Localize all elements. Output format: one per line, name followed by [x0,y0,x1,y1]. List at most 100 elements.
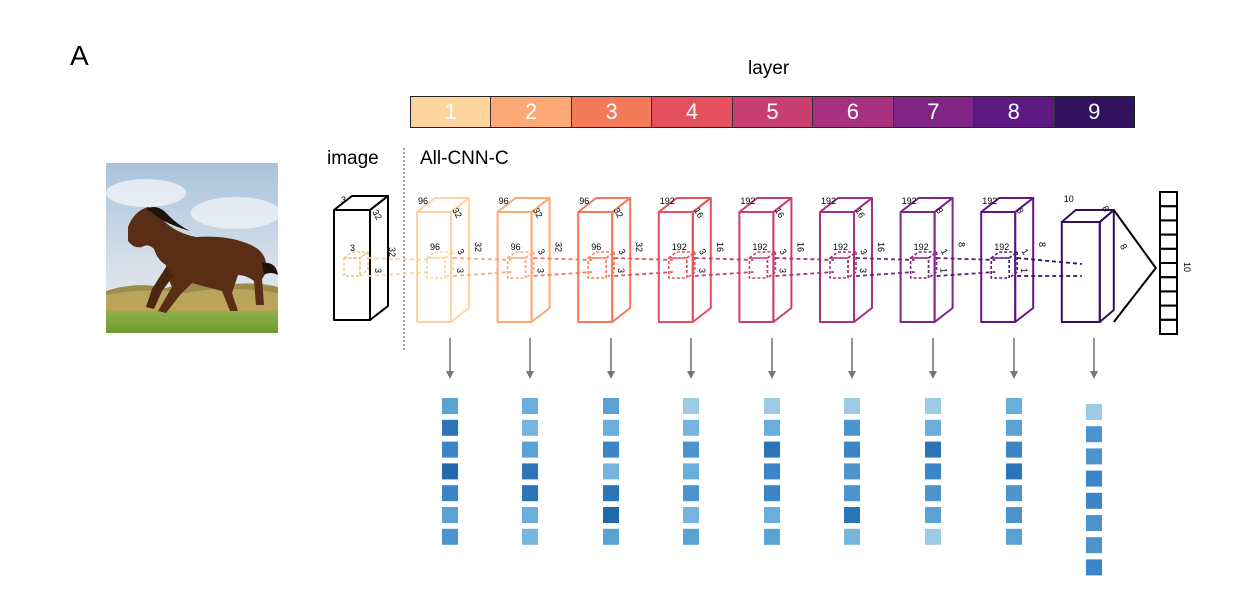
down-arrow-head-8 [1010,371,1018,379]
output-unit-9 [1159,304,1178,321]
feature-cell-8-5 [1006,485,1022,502]
feature-cell-2-2 [522,419,538,436]
feature-cell-5-2 [764,419,780,436]
conv-kernel-h-label-8: 1 [1019,268,1029,273]
conv-block-2 [496,197,551,323]
conv-kernel-w-label-6: 3 [858,247,869,256]
feature-cell-9-3 [1086,448,1102,465]
feature-cell-1-5 [442,485,458,502]
input-width-label: 32 [370,208,384,222]
output-unit-3 [1159,219,1178,236]
conv-kernel-h-label-4: 3 [697,268,707,273]
output-unit-6 [1159,262,1178,279]
conv-kernel-depth-label-7: 192 [914,242,929,252]
image-label: image [327,148,379,169]
conv-block-7 [899,197,954,323]
conv-kernel-w-label-7: 1 [939,247,950,256]
feature-cell-7-1 [925,398,941,414]
conv-width-label-3: 32 [611,206,625,220]
conv-width-label-5: 16 [773,206,787,220]
output-unit-2 [1159,205,1178,222]
feature-cell-3-5 [603,485,619,502]
feature-cell-5-3 [764,441,780,458]
conv-width-label-9: 8 [1100,204,1111,213]
feature-cell-9-7 [1086,537,1102,554]
feature-cell-2-4 [522,463,538,480]
layer-cell-2: 2 [491,97,572,127]
input-kernel-depth-label: 3 [350,243,355,253]
feature-cell-8-1 [1006,398,1022,414]
feature-cell-4-6 [683,507,699,523]
feature-cell-6-5 [844,485,860,502]
feature-cell-3-3 [603,441,619,458]
feature-cell-8-6 [1006,507,1022,523]
conv-kernel-6 [829,251,857,279]
feature-cell-2-3 [522,441,538,458]
feature-cell-5-5 [764,485,780,502]
conv-block-5 [738,197,793,323]
projection-top-8 [936,257,996,261]
feature-cell-2-7 [522,528,538,545]
conv-depth-label-9: 10 [1064,194,1074,204]
conv-depth-label-3: 96 [579,196,589,206]
conv-width-label-8: 8 [1014,206,1025,215]
conv-kernel-w-label-3: 3 [616,247,627,256]
feature-cell-4-2 [683,419,699,436]
conv-depth-label-4: 192 [660,196,675,206]
down-arrow-head-7 [929,371,937,379]
layer-cell-6: 6 [813,97,894,127]
feature-cell-3-1 [603,398,619,414]
feature-cell-1-3 [442,441,458,458]
projection-top-9 [1017,257,1082,265]
conv-height-label-5: 16 [795,242,805,252]
down-arrow-head-4 [687,371,695,379]
conv-kernel-7 [909,251,938,279]
conv-kernel-depth-label-4: 192 [672,242,687,252]
conv-kernel-depth-label-8: 192 [994,242,1009,252]
conv-depth-label-6: 192 [821,196,836,206]
feature-cell-4-7 [683,528,699,545]
output-unit-10 [1159,318,1178,335]
conv-kernel-h-label-6: 3 [858,268,868,273]
feature-cell-2-5 [522,485,538,502]
network-label: All-CNN-C [420,148,509,169]
feature-cell-5-7 [764,528,780,545]
conv-depth-label-2: 96 [499,196,509,206]
input-height-label: 32 [387,247,397,257]
projection-bottom-4 [614,271,673,277]
conv-block-9 [1060,209,1115,323]
conv-depth-label-7: 192 [902,196,917,206]
layer-title: layer [748,58,790,79]
output-size-label: 10 [1182,262,1192,272]
conv-kernel-depth-label-3: 96 [591,242,601,252]
conv-width-label-2: 32 [531,206,545,220]
output-unit-7 [1159,276,1178,293]
projection-bottom-8 [936,271,996,277]
conv-kernel-h-label-2: 3 [536,268,546,273]
feature-cell-8-3 [1006,441,1022,458]
conv-kernel-w-label-4: 3 [697,247,708,256]
feature-cell-5-4 [764,463,780,480]
input-depth-label: 3 [341,195,346,205]
feature-cell-1-7 [442,528,458,545]
feature-cell-9-5 [1086,492,1102,509]
output-unit-8 [1159,290,1178,307]
output-unit-4 [1159,233,1178,250]
feature-cell-9-2 [1086,426,1102,443]
conv-height-label-3: 32 [634,242,644,252]
projection-top-6 [775,257,835,261]
conv-kernel-w-label-8: 1 [1019,247,1030,256]
feature-cell-6-3 [844,441,860,458]
conv-kernel-4 [667,251,696,279]
conv-block-4 [657,197,712,323]
projection-bottom-3 [533,271,593,277]
output-unit-1 [1159,191,1178,208]
feature-cell-7-4 [925,463,941,480]
conv-depth-label-8: 192 [982,196,997,206]
conv-kernel-w-label-5: 3 [778,247,789,256]
down-arrow-head-6 [848,371,856,379]
conv-height-label-4: 16 [715,242,725,252]
down-arrow-head-9 [1090,371,1098,379]
